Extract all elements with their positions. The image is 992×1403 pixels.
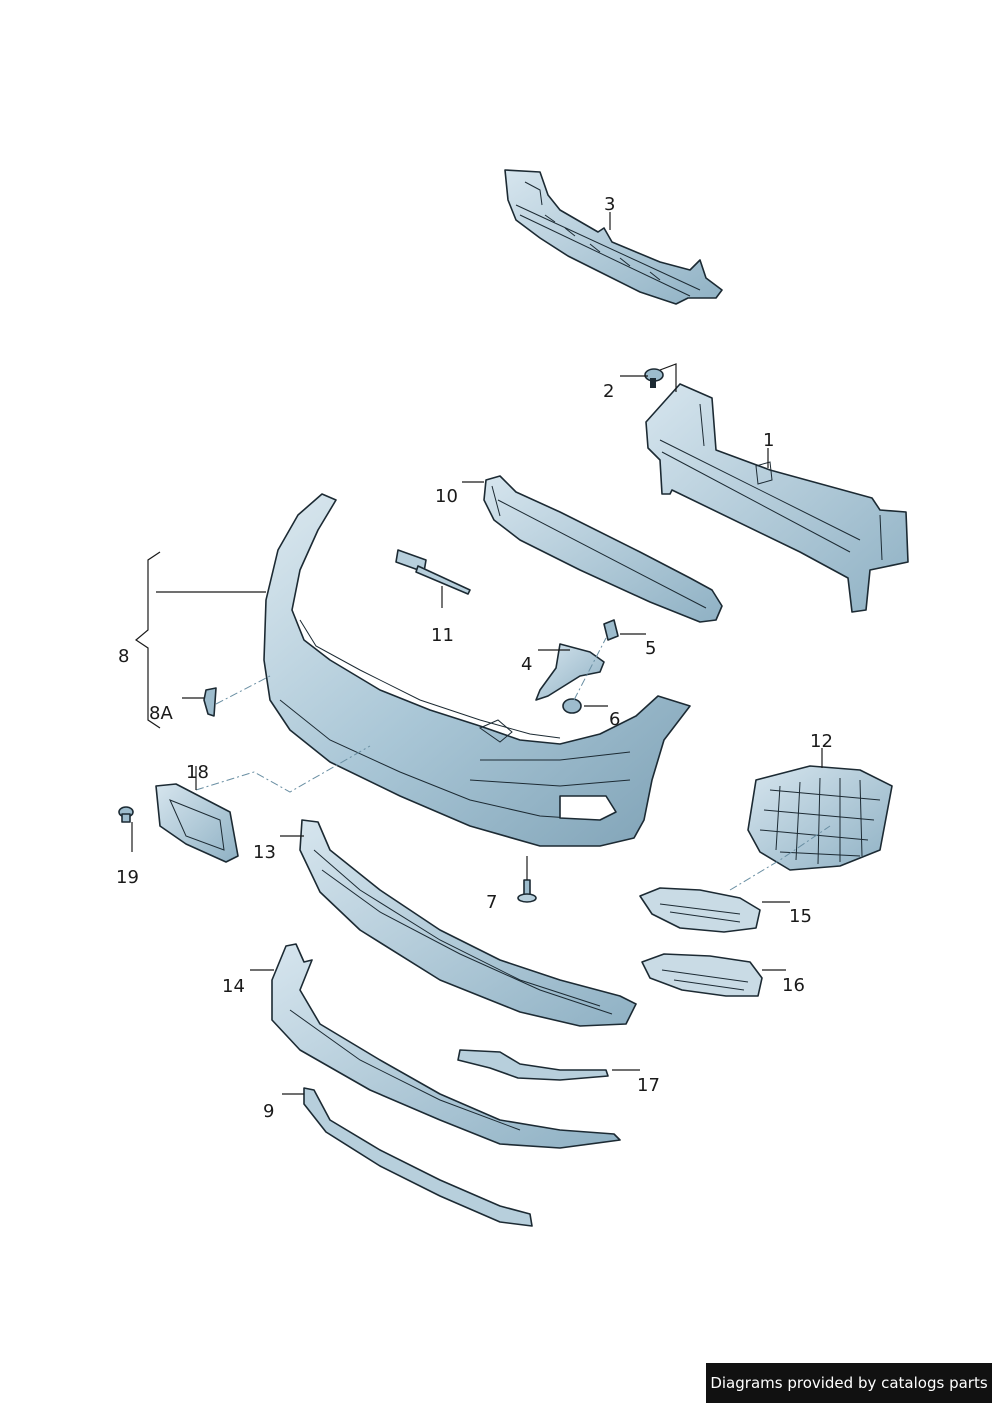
credit-banner: Diagrams provided by catalogs parts bbox=[706, 1363, 992, 1403]
part-10-impact-absorber bbox=[483, 475, 723, 623]
assembly-line-12-to-15 bbox=[729, 825, 831, 891]
part-14-undertray bbox=[271, 943, 621, 1149]
part-7-screw bbox=[517, 879, 537, 903]
assembly-line-4-to-6 bbox=[573, 637, 607, 701]
callout-5: 5 bbox=[645, 638, 656, 659]
callout-13: 13 bbox=[253, 842, 276, 863]
callout-6: 6 bbox=[609, 709, 620, 730]
part-15-grille-insert bbox=[639, 887, 761, 933]
callout-4: 4 bbox=[521, 654, 532, 675]
callout-9: 9 bbox=[263, 1101, 274, 1122]
part-18-plate-bracket bbox=[155, 783, 239, 863]
assembly-line-18-to-bumper bbox=[195, 745, 371, 793]
part-12-grille-frame bbox=[747, 765, 893, 871]
part-16-grille-insert bbox=[641, 953, 763, 997]
part-6-nut bbox=[562, 698, 582, 714]
part-9-lip-trim bbox=[303, 1087, 533, 1227]
callout-17: 17 bbox=[637, 1075, 660, 1096]
assembly-line-8a-to-bumper bbox=[215, 675, 271, 705]
callout-14: 14 bbox=[222, 976, 245, 997]
callout-19: 19 bbox=[116, 867, 139, 888]
part-3-upper-carrier bbox=[504, 169, 723, 305]
callout-10: 10 bbox=[435, 486, 458, 507]
callout-1: 1 bbox=[763, 430, 774, 451]
part-5-clip bbox=[603, 619, 619, 641]
part-4-bracket bbox=[535, 643, 605, 701]
callout-2: 2 bbox=[603, 381, 614, 402]
callout-8: 8 bbox=[118, 646, 129, 667]
part-1-bumper-beam bbox=[645, 383, 909, 613]
callout-7: 7 bbox=[486, 892, 497, 913]
callout-3: 3 bbox=[604, 194, 615, 215]
part-19-bolt bbox=[118, 806, 134, 823]
part-17-trim-strip bbox=[457, 1049, 609, 1081]
part-8-bumper-cover bbox=[263, 493, 691, 847]
callout-15: 15 bbox=[789, 906, 812, 927]
leader-8-bracket bbox=[134, 551, 161, 729]
callout-16: 16 bbox=[782, 975, 805, 996]
part-11-rivet bbox=[395, 549, 471, 595]
part-13-lower-grille bbox=[299, 819, 637, 1027]
callout-11: 11 bbox=[431, 625, 454, 646]
callout-18: 18 bbox=[186, 762, 209, 783]
callout-12: 12 bbox=[810, 731, 833, 752]
leader-2-bracket bbox=[659, 363, 677, 392]
part-2-bolt bbox=[644, 368, 664, 388]
callout-8a: 8A bbox=[149, 703, 173, 724]
part-8a-clip bbox=[203, 687, 217, 717]
